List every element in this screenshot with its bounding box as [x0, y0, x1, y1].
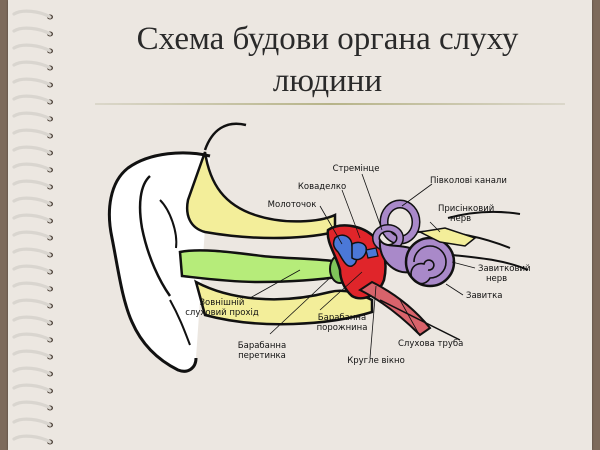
binding-ring — [12, 196, 52, 206]
label-vestibular-nerve-1: Присінковий — [438, 204, 494, 214]
label-tympanic-cavity-2: порожнина — [317, 323, 368, 333]
label-eustachian-tube: Слухова труба — [398, 339, 463, 349]
binding-ring — [12, 179, 52, 189]
binding-ring — [12, 60, 52, 70]
eustachian-tube — [358, 280, 461, 341]
binding-ring — [12, 247, 52, 257]
binding-ring — [12, 315, 52, 325]
binding-ring — [12, 9, 52, 19]
binding-ring — [12, 281, 52, 291]
label-stirrup: Стремінце — [333, 164, 380, 174]
ossicles — [332, 234, 379, 267]
leader-lines — [249, 173, 476, 359]
binding-ring — [12, 111, 52, 121]
binding-ring — [12, 366, 52, 376]
label-eardrum-2: перетинка — [238, 351, 286, 361]
binding-ring — [12, 94, 52, 104]
external-auditory-canal — [178, 249, 347, 284]
binding-ring — [12, 213, 52, 223]
slide-title-line-2: людини — [272, 63, 383, 99]
label-cochlear-nerve-1: Завитковий — [478, 264, 531, 274]
auditory-nerves — [417, 227, 529, 271]
binding-ring — [12, 383, 52, 393]
binding-ring — [12, 332, 52, 342]
title-underline — [95, 103, 565, 105]
inner-ear — [372, 199, 456, 288]
label-external-canal-1: Зовнішній — [200, 298, 245, 308]
label-external-canal-2: слуховий прохід — [185, 308, 259, 318]
label-semicircular-canals: Півколові канали — [430, 176, 507, 186]
label-round-window: Кругле вікно — [347, 356, 405, 366]
binding-ring — [12, 417, 52, 427]
spiral-binding — [12, 9, 53, 445]
label-anvil: Коваделко — [298, 182, 346, 192]
binding-ring — [12, 349, 52, 359]
binding-ring — [12, 145, 52, 155]
binding-ring — [12, 77, 52, 87]
binding-ring — [12, 264, 52, 274]
slide-title-line-1: Схема будови органа слуху — [136, 21, 519, 57]
binding-ring — [12, 128, 52, 138]
binding-ring — [12, 400, 52, 410]
binding-ring — [12, 162, 52, 172]
slide-title: Схема будови органа слуху людини — [70, 18, 585, 102]
binding-ring — [12, 230, 52, 240]
binding-ring — [12, 43, 52, 53]
binding-ring — [12, 298, 52, 308]
label-cochlea: Завитка — [466, 291, 503, 301]
binding-ring — [12, 434, 52, 444]
label-cochlear-nerve-2: нерв — [486, 274, 507, 284]
label-hammer: Молоточок — [268, 200, 317, 210]
auricle — [107, 151, 211, 373]
label-eardrum-1: Барабанна — [238, 341, 286, 351]
label-tympanic-cavity-1: Барабанна — [318, 313, 366, 323]
binding-ring — [12, 26, 52, 36]
label-vestibular-nerve-2: нерв — [450, 214, 471, 224]
